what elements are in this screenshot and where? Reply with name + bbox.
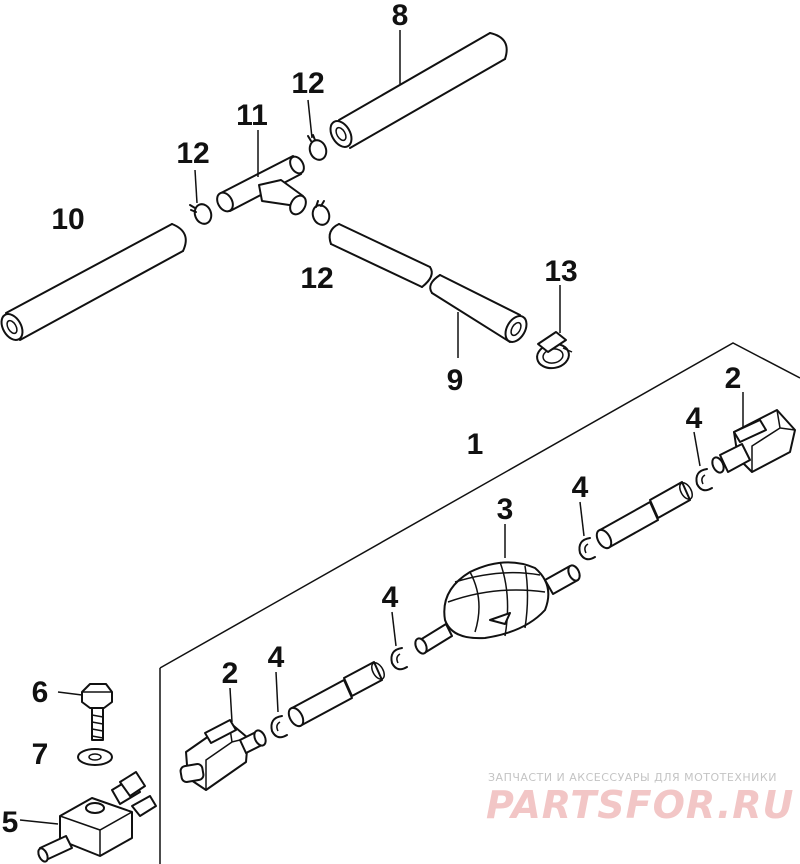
label-part-1: 1	[467, 428, 484, 461]
hose-10	[0, 223, 187, 341]
label-part-4-lower: 4	[268, 641, 285, 674]
label-part-3: 3	[497, 493, 514, 526]
label-part-13: 13	[544, 255, 577, 288]
clamp-13	[536, 331, 573, 370]
short-hose-lower	[287, 661, 385, 728]
label-part-2-lower: 2	[222, 657, 239, 690]
clamp-12a	[189, 203, 213, 225]
label-part-4-upper-right: 4	[686, 402, 703, 435]
label-part-4-middle: 4	[382, 581, 399, 614]
label-part-7: 7	[32, 738, 49, 771]
bracket-5	[37, 771, 157, 863]
watermark-logo: PARTSFOR.RU	[486, 783, 794, 827]
label-part-10: 10	[51, 203, 84, 236]
watermark-tagline: ЗАПЧАСТИ И АКСЕССУАРЫ ДЛЯ МОТОТЕХНИКИ	[488, 771, 777, 784]
hose-9	[328, 223, 528, 343]
short-hose-upper	[595, 481, 693, 550]
label-part-4-upper: 4	[572, 471, 589, 504]
watermark: ЗАПЧАСТИ И АКСЕССУАРЫ ДЛЯ МОТОТЕХНИКИ PA…	[486, 771, 794, 827]
hose-8	[329, 32, 508, 149]
label-part-12-bottom: 12	[300, 262, 333, 295]
connector-2-lower	[179, 719, 267, 791]
clamp-12c	[311, 200, 331, 226]
leader-lines	[19, 30, 744, 825]
clip-4c	[390, 647, 408, 671]
clip-4d	[270, 715, 288, 739]
washer-7	[77, 748, 113, 766]
label-part-12-left: 12	[176, 137, 209, 170]
part-labels: 8 12 11 12 10 12 13 9 2 4 1 4 3 4 4 2 6 …	[2, 0, 742, 839]
label-part-9: 9	[447, 364, 464, 397]
label-part-2-upper: 2	[725, 362, 742, 395]
label-part-11: 11	[236, 99, 268, 132]
bolt-6	[81, 683, 113, 741]
label-part-5: 5	[2, 806, 19, 839]
clamp-12b	[307, 134, 328, 161]
assembly-frame	[159, 342, 800, 864]
connector-2-upper	[711, 409, 796, 474]
label-part-6: 6	[32, 676, 49, 709]
clip-4b	[578, 537, 596, 561]
clip-4a	[695, 468, 713, 492]
t-joint-11	[216, 155, 307, 216]
label-part-12-top: 12	[291, 67, 324, 100]
primer-bulb-3	[414, 561, 581, 655]
label-part-8: 8	[392, 0, 409, 32]
